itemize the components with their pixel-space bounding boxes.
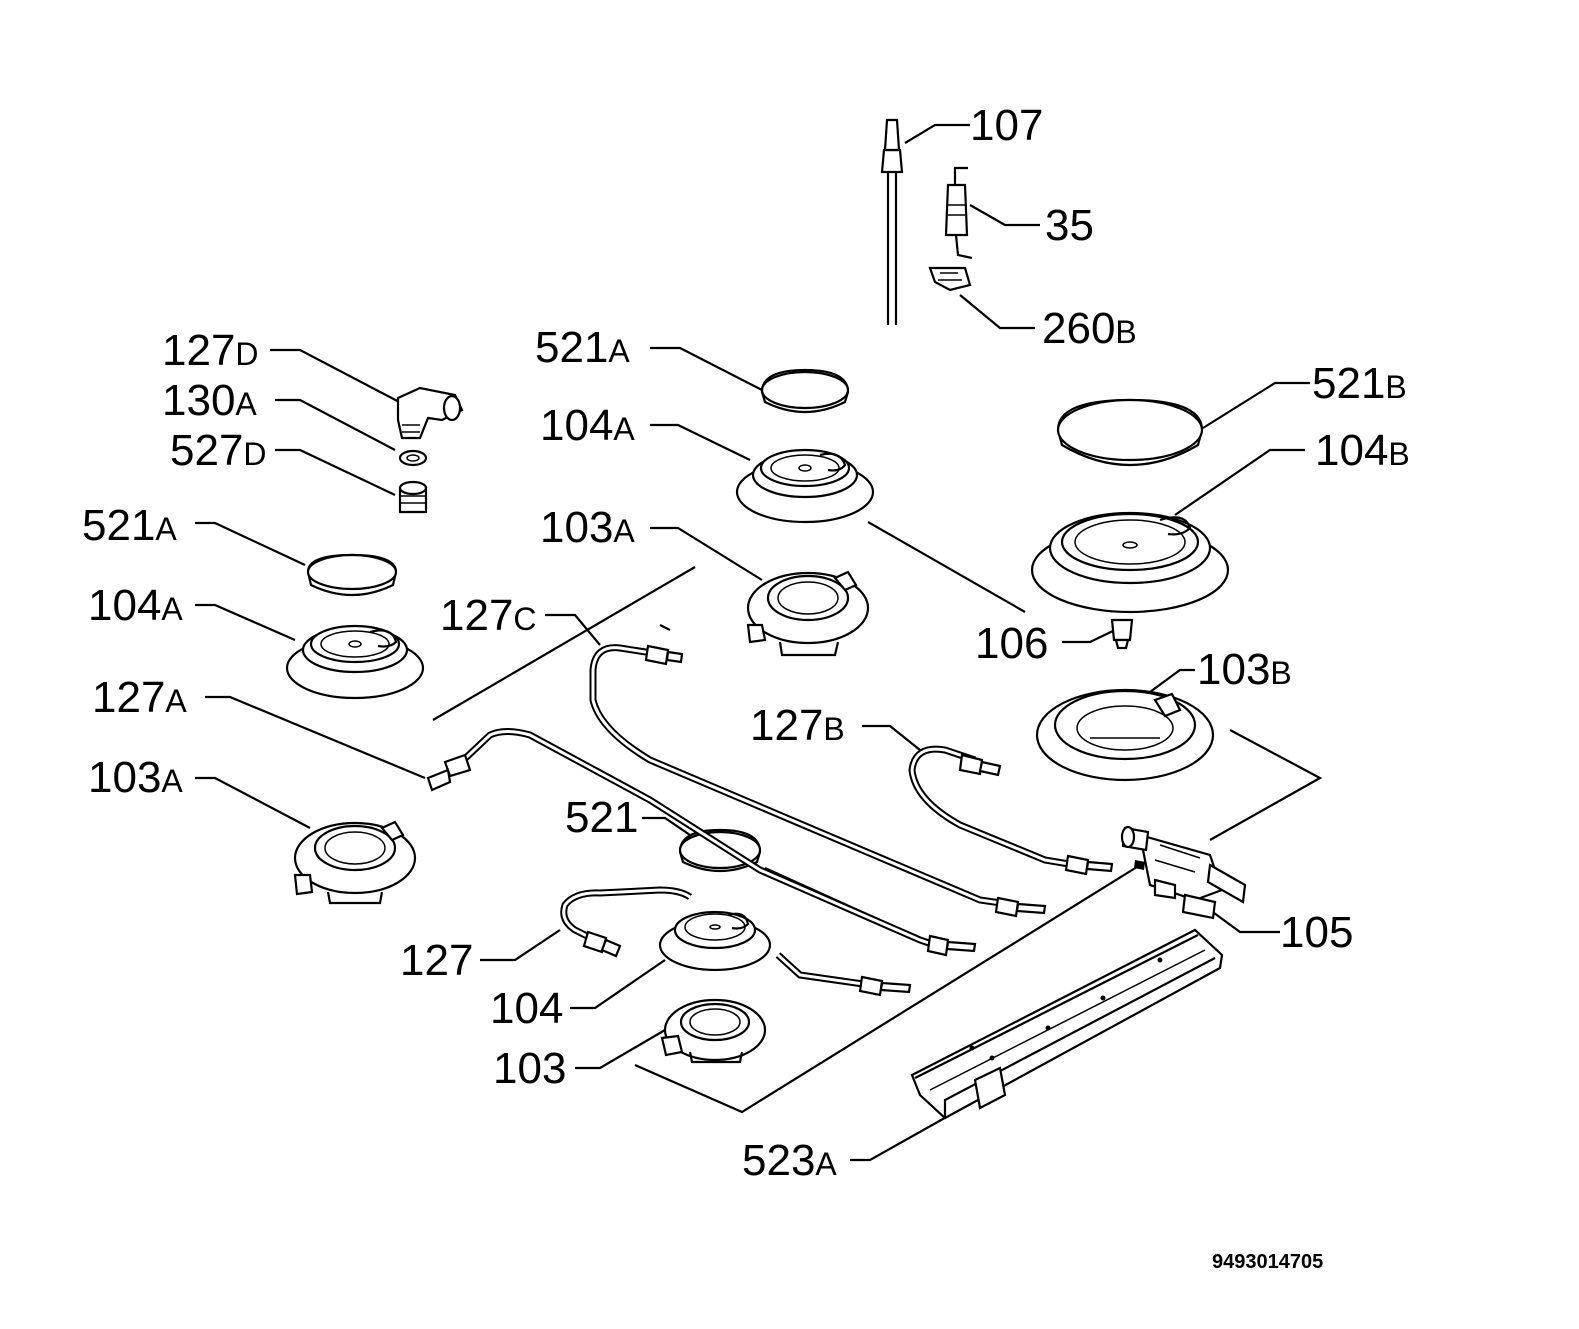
clip-260b: [928, 266, 972, 292]
label-527d: 527D: [170, 426, 267, 475]
tube-127: [560, 886, 912, 997]
diagram-code: 9493014705: [1212, 1251, 1323, 1273]
label-106: 106: [975, 619, 1048, 668]
cap-521b: [1056, 398, 1204, 466]
label-130a: 130A: [162, 376, 257, 425]
label-103a-left: 103A: [88, 753, 183, 802]
label-104a-top: 104A: [540, 401, 635, 450]
crown-104: [658, 910, 772, 972]
label-127c: 127C: [440, 591, 537, 640]
label-107: 107: [970, 101, 1043, 150]
label-103b: 103B: [1197, 645, 1292, 694]
cap-521a-left: [306, 553, 398, 597]
tube-127a: [426, 728, 977, 957]
thermocouple-107: [880, 118, 904, 325]
crown-104b: [1030, 511, 1230, 614]
cap-521a-top: [760, 368, 850, 414]
crown-104a-top: [735, 448, 875, 524]
elbow-127d: [396, 386, 464, 440]
tube-127b: [908, 745, 1114, 876]
label-127: 127: [400, 936, 473, 985]
label-35: 35: [1045, 201, 1094, 250]
label-127a: 127A: [92, 673, 187, 722]
rail-523a: [910, 928, 1224, 1120]
leader-lines: [195, 123, 1323, 1162]
tube-127c: [589, 644, 1047, 918]
label-521a-left: 521A: [82, 501, 177, 550]
label-127b: 127B: [750, 701, 845, 750]
part-labels: 107 35 260B 127D 130A 527D 521A 104A 103…: [82, 101, 1410, 1273]
valve-105: [1120, 825, 1247, 920]
label-521: 521: [565, 793, 638, 842]
label-104: 104: [490, 984, 563, 1033]
nut-527d: [398, 480, 428, 514]
label-104b: 104B: [1315, 426, 1410, 475]
base-103a-left: [293, 820, 417, 905]
label-104a-left: 104A: [88, 581, 183, 630]
base-103b: [1035, 688, 1215, 782]
base-103: [660, 998, 767, 1064]
washer-130a: [398, 449, 428, 467]
injector-106: [1110, 618, 1134, 650]
crown-104a-left: [285, 624, 425, 700]
label-521b: 521B: [1312, 359, 1407, 408]
label-127d: 127D: [162, 326, 259, 375]
label-523a: 523A: [742, 1136, 837, 1185]
label-103a-top: 103A: [540, 503, 635, 552]
label-521a-top: 521A: [535, 323, 630, 372]
label-260b: 260B: [1042, 304, 1137, 353]
label-103: 103: [493, 1044, 566, 1093]
electrode-35: [944, 166, 973, 260]
label-105: 105: [1280, 908, 1353, 957]
base-103a-top: [746, 570, 870, 657]
